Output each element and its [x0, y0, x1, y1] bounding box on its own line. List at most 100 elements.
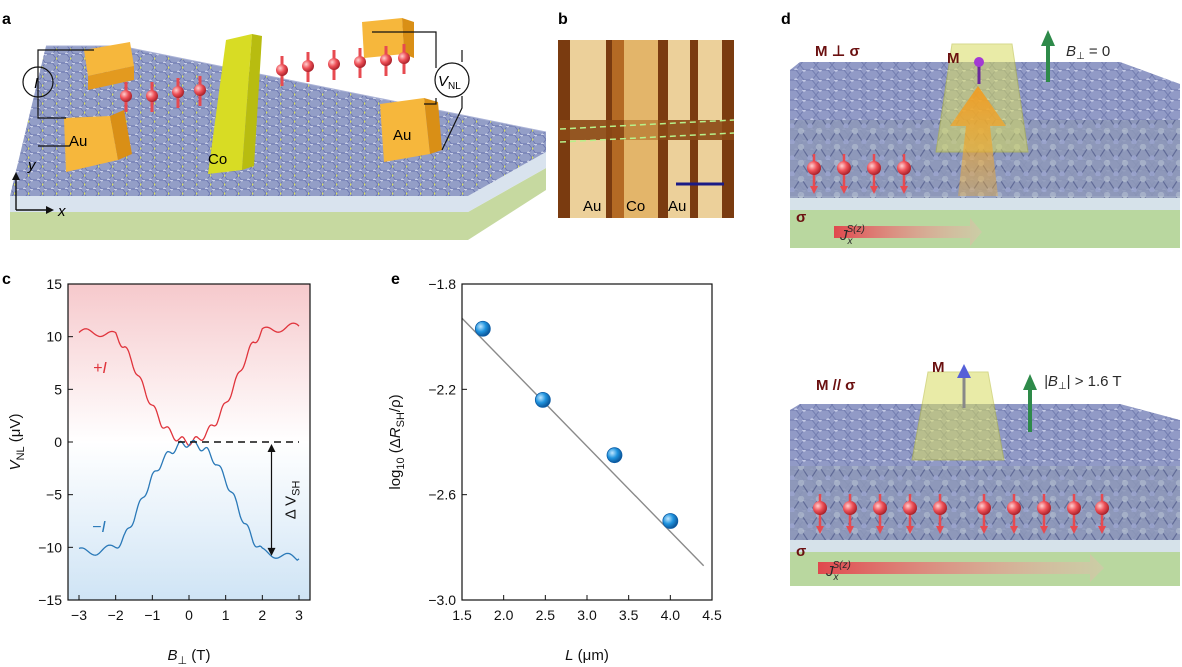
spin-arrows [120, 44, 410, 112]
magnet-condition-bottom: M // σ [816, 377, 855, 394]
field-label-top: B⊥ = 0 [1066, 43, 1110, 62]
panel-label-b: b [558, 11, 568, 28]
chart-e-ytick-label: −3.0 [428, 592, 456, 608]
panel-b-afm-image: Au Co Au [558, 40, 735, 218]
chart-e-log-resistance: 1.5 2.0 2.5 3.0 3.5 4.0 4.5 −3.0 −2.6 −2.2 −1.8 L … [387, 276, 722, 664]
chart-c-xtick-label: −2 [108, 607, 124, 623]
chart-e-xtick-label: 4.0 [661, 607, 681, 623]
chart-c-ylabel: VNL (μV) [7, 414, 27, 471]
chart-e-ytick-label: −2.6 [428, 487, 456, 503]
sigma-label-top: σ [796, 209, 806, 226]
spin-polarization-arrow-icon [950, 86, 1006, 196]
panel-label-c: c [2, 271, 11, 288]
magnet-label-bottom: M [932, 359, 945, 376]
au-electrode-bottom-left: Au [64, 110, 132, 172]
spin-current-arrow-bottom-icon [818, 554, 1104, 582]
chart-e-point-2 [606, 447, 623, 464]
chart-e-xtick-label: 3.5 [619, 607, 639, 623]
coordinate-axes-icon: y x [12, 157, 66, 220]
chart-e-xlabel: L (μm) [565, 647, 609, 664]
afm-label-au-right: Au [668, 198, 686, 215]
chart-c-ytick-label: 10 [46, 329, 62, 345]
substrate-side [10, 168, 546, 240]
chart-c-frame [67, 283, 311, 601]
chart-e-xtick-label: 2.0 [494, 607, 514, 623]
co-electrode: Co [208, 34, 262, 174]
chart-c-bg-positive [68, 284, 310, 442]
panel-a-device-schematic: Au Co Au [10, 18, 547, 240]
au-electrode-top-left [84, 42, 134, 90]
panel-label-a: a [2, 11, 11, 28]
substrate-oxide [10, 152, 546, 212]
panel-label-e: e [391, 271, 400, 288]
electrode-label-co: Co [208, 151, 227, 168]
sigma-label-bottom: σ [796, 543, 806, 560]
electrode-label-au-left: Au [69, 133, 87, 150]
chart-c-delta-arrowhead-up [267, 444, 276, 452]
graphene-lattice-sheet [10, 46, 546, 196]
chart-e-xtick-label: 4.5 [702, 607, 722, 623]
chart-e-point-1 [534, 391, 551, 408]
voltage-label: VNL [438, 73, 461, 92]
current-source-circuit: I [22, 49, 94, 147]
chart-c-series: +I −I [78, 322, 300, 562]
chart-c-ytick-label: 5 [54, 381, 62, 397]
chart-c-annotation: Δ VSH [178, 441, 303, 556]
current-label: I [34, 75, 38, 92]
chart-c-ytick-label: −5 [46, 487, 62, 503]
chart-e-fit-line [461, 317, 705, 567]
chart-c-delta-label: Δ VSH [283, 481, 303, 520]
spin-row-top [807, 154, 911, 194]
chart-e-frame [461, 283, 713, 601]
spin-current-label-top: JxS(z) [839, 224, 865, 247]
co-magnet-bottom [911, 371, 1005, 461]
magnet-label-top: M [947, 50, 960, 67]
panel-label-d: d [781, 11, 791, 28]
chart-e-ytick-label: −1.8 [428, 276, 456, 292]
dashed-guide-line-upper [559, 119, 735, 130]
chart-c-xlabel: B⊥ (T) [168, 647, 211, 667]
spin-current-label-bottom: JxS(z) [825, 560, 851, 583]
spin-row-bottom [813, 494, 1109, 534]
chart-e-ytick-label: −2.2 [428, 381, 456, 397]
axis-label-y: y [27, 157, 37, 174]
chart-c-ytick-label: −10 [38, 539, 62, 555]
axis-label-x: x [57, 203, 66, 220]
chart-c-xtick-label: 3 [295, 607, 303, 623]
electrode-label-au-right: Au [393, 127, 411, 144]
chart-e-ticks: 1.5 2.0 2.5 3.0 3.5 4.0 4.5 −3.0 −2.6 −2.2 −1.8 [428, 276, 722, 623]
chart-e-xtick-label: 1.5 [452, 607, 472, 623]
chart-e-xtick-label: 2.5 [536, 607, 556, 623]
current-source-icon [22, 66, 54, 98]
chart-c-ytick-label: 15 [46, 276, 62, 292]
chart-c-series-label-plus: +I [93, 360, 107, 377]
panel-d-bottom-schematic: M M // σ |B⊥| > 1.6 T σ JxS(z) [790, 359, 1180, 586]
chart-e-series [461, 317, 705, 567]
chart-c-bg-negative [68, 442, 310, 600]
chart-c-ytick-label: −15 [38, 592, 62, 608]
dashed-guide-line-lower [559, 132, 735, 143]
chart-c-ytick-label: 0 [54, 434, 62, 450]
chart-c-series-line-1 [78, 439, 300, 562]
afm-label-co: Co [626, 198, 645, 215]
chart-c-xtick-label: 1 [222, 607, 230, 623]
chart-e-ylabel: log10 (ΔRSH/ρ) [387, 394, 407, 489]
chart-e-point-3 [662, 513, 679, 529]
voltmeter-circuit: VNL [372, 31, 470, 151]
chart-e-xtick-label: 3.0 [577, 607, 597, 623]
chart-c-series-label-minus: −I [92, 519, 106, 536]
chart-c-delta-arrowhead-down [267, 547, 276, 556]
chart-e-point-0 [474, 320, 491, 337]
field-label-bottom: |B⊥| > 1.6 T [1044, 373, 1122, 392]
chart-c-xtick-label: 2 [258, 607, 266, 623]
chart-c-xtick-label: 0 [185, 607, 193, 623]
voltmeter-icon [434, 62, 470, 98]
panel-d-top-schematic: M M ⊥ σ B⊥ = 0 σ JxS(z) [790, 30, 1180, 248]
spin-current-arrow-top-icon [834, 218, 982, 246]
afm-label-au-left: Au [583, 198, 601, 215]
chart-c-xtick-label: −1 [144, 607, 160, 623]
au-electrode-bottom-right: Au [380, 98, 442, 162]
